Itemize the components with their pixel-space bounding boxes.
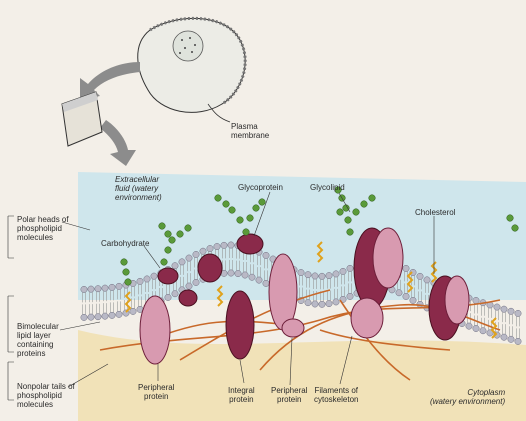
peripheral-protein — [282, 319, 304, 337]
integral-protein — [198, 254, 222, 282]
nucleus — [173, 31, 203, 61]
glycoprotein-body — [237, 234, 263, 254]
label-glycoprotein: Glycoprotein — [238, 183, 283, 192]
label-glycolipid: Glycolipid — [310, 183, 345, 192]
label-cholesterol: Cholesterol — [415, 208, 455, 217]
integral-protein — [158, 268, 178, 284]
integral-protein — [226, 291, 254, 359]
integral-protein — [445, 276, 469, 324]
label-carbohydrate: Carbohydrate — [101, 239, 149, 248]
arrow-icon — [100, 120, 136, 166]
cell-illustration — [138, 18, 245, 122]
integral-protein — [373, 228, 403, 288]
integral-protein — [351, 298, 383, 338]
integral-protein — [179, 290, 197, 306]
label-cytoplasm: Cytoplasm(watery environment) — [430, 388, 505, 406]
peripheral-protein — [140, 296, 170, 364]
